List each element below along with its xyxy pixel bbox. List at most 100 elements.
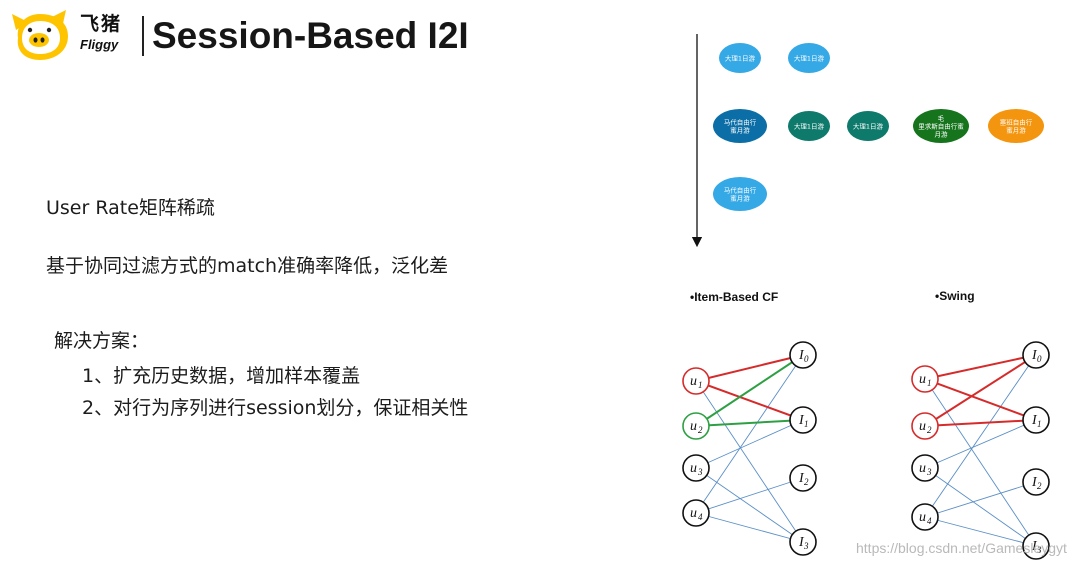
user-node-label: u xyxy=(690,461,697,476)
item-node-label: I xyxy=(798,471,805,486)
watermark: https://blog.csdn.net/Gamesleygyt xyxy=(856,540,1067,556)
session-label: 马代自由行 xyxy=(724,117,757,126)
user-node-subscript: 1 xyxy=(698,380,703,390)
session-bubble xyxy=(713,177,767,211)
graph-edge xyxy=(695,467,804,543)
item-node xyxy=(1022,406,1050,434)
session-bubble xyxy=(913,109,969,143)
item-node-label: I xyxy=(1031,413,1038,428)
user-node-label: u xyxy=(919,510,926,525)
session-label: 塞班自由行 xyxy=(1000,117,1033,126)
item-node-label: I xyxy=(1031,539,1038,554)
item-node-subscript: 0 xyxy=(1037,354,1042,364)
graph-edge xyxy=(924,354,1037,518)
user-node-subscript: 2 xyxy=(698,425,703,435)
session-label: 马代自由行 xyxy=(724,185,757,194)
brand-name-cn: 飞猪 xyxy=(80,13,123,35)
title-divider xyxy=(142,16,144,56)
user-node xyxy=(911,454,939,482)
session-label: 大理1日游 xyxy=(725,53,756,62)
graph-edge xyxy=(695,477,804,514)
item-node xyxy=(789,464,817,492)
session-label: 大理1日游 xyxy=(794,121,825,130)
brand-logo: 飞猪 Fliggy xyxy=(80,12,140,52)
item-node-label: I xyxy=(1031,475,1038,490)
item-node-subscript: 0 xyxy=(804,354,809,364)
user-node-subscript: 2 xyxy=(927,425,932,435)
session-item: 大理1日游 xyxy=(788,43,830,73)
graph-title: •Swing xyxy=(935,289,975,303)
item-node xyxy=(789,406,817,434)
graph-edge-highlight xyxy=(924,378,1037,421)
session-bubble xyxy=(713,109,767,143)
session-item: 大理1日游 xyxy=(719,43,761,73)
session-bubble xyxy=(719,43,761,73)
session-label: 大理1日游 xyxy=(853,121,884,130)
session-label: 里求斯自由行蜜 xyxy=(918,121,964,130)
graph-edge xyxy=(924,378,1037,547)
session-sequence: 大理1日游大理1日游马代自由行蜜月游大理1日游大理1日游毛里求斯自由行蜜月游塞班… xyxy=(713,43,1044,211)
item-node-label: I xyxy=(798,348,805,363)
item-node xyxy=(789,528,817,556)
session-label: 蜜月游 xyxy=(730,193,750,202)
user-node-subscript: 1 xyxy=(927,378,932,388)
session-label: 蜜月游 xyxy=(730,125,750,134)
graph-title: •Item-Based CF xyxy=(690,290,778,304)
graph-edge-highlight xyxy=(924,419,1037,427)
user-node-subscript: 3 xyxy=(697,467,703,477)
problem-cf-accuracy: 基于协同过滤方式的match准确率降低，泛化差 xyxy=(46,255,449,277)
fliggy-logo-icon xyxy=(12,10,68,60)
item-node-subscript: 2 xyxy=(804,477,809,487)
session-label: 月游 xyxy=(935,129,949,138)
user-node-label: u xyxy=(690,506,697,521)
item-node-subscript: 3 xyxy=(1036,545,1042,555)
item-node-label: I xyxy=(1031,348,1038,363)
item-node-label: I xyxy=(798,535,805,550)
session-item: 大理1日游 xyxy=(788,111,830,141)
user-node-subscript: 3 xyxy=(926,467,932,477)
user-node-label: u xyxy=(919,419,926,434)
graph-edge xyxy=(924,516,1037,547)
user-node-label: u xyxy=(690,374,697,389)
problem-sparse-matrix: User Rate矩阵稀疏 xyxy=(46,197,215,219)
user-node xyxy=(682,499,710,527)
session-label: 毛 xyxy=(938,113,945,122)
user-node xyxy=(682,367,710,395)
user-node-subscript: 4 xyxy=(698,512,703,522)
session-bubble xyxy=(788,43,830,73)
session-bubble xyxy=(847,111,889,141)
session-label: 大理1日游 xyxy=(794,53,825,62)
graph-edge xyxy=(695,380,804,543)
graph-edge-highlight xyxy=(695,380,804,421)
solution-item-2: 2、对行为序列进行session划分，保证相关性 xyxy=(82,397,469,419)
item-node-subscript: 1 xyxy=(804,419,809,429)
user-node xyxy=(911,503,939,531)
session-bubble xyxy=(988,109,1044,143)
graph-edge-highlight xyxy=(924,354,1037,380)
item-node xyxy=(1022,532,1050,560)
graph-edge xyxy=(924,467,1037,547)
user-node xyxy=(911,412,939,440)
slide-title: Session-Based I2I xyxy=(152,15,469,56)
graph-edge-highlight xyxy=(924,354,1037,427)
item-node-label: I xyxy=(798,413,805,428)
session-label: 蜜月游 xyxy=(1006,125,1026,134)
graph-edge xyxy=(695,419,804,469)
solution-heading: 解决方案： xyxy=(54,330,150,352)
user-node-subscript: 4 xyxy=(927,516,932,526)
item-node-subscript: 3 xyxy=(803,541,809,551)
graph-edge-highlight xyxy=(695,354,804,382)
item-node-subscript: 2 xyxy=(1037,481,1042,491)
graph-edge-highlight xyxy=(695,419,804,427)
user-node-label: u xyxy=(919,461,926,476)
session-item: 大理1日游 xyxy=(847,111,889,141)
user-node xyxy=(682,454,710,482)
